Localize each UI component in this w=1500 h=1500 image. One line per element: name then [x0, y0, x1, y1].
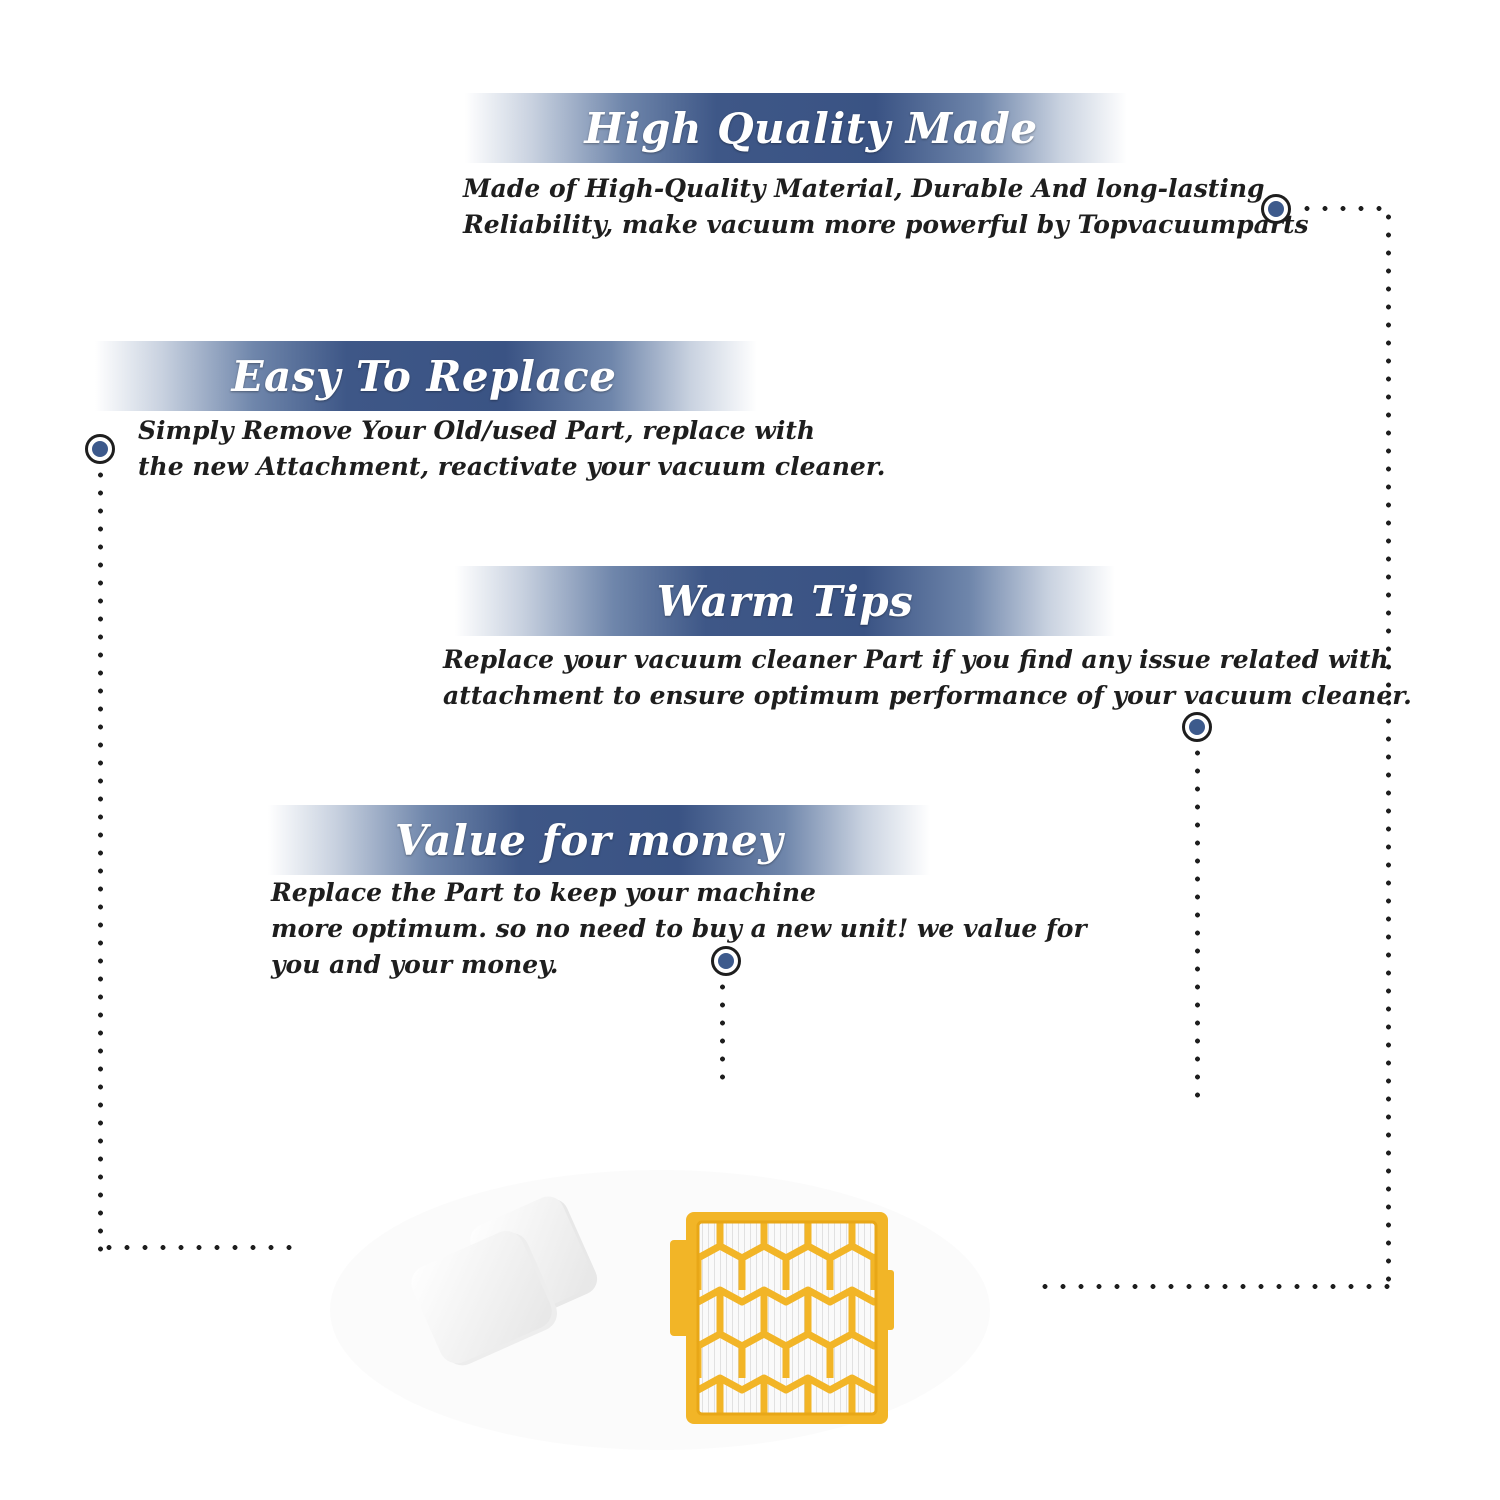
connector-line: [1195, 744, 1200, 1108]
connector-line: [100, 1245, 300, 1250]
marker-icon: [1182, 712, 1212, 742]
banner-title: Easy To Replace: [231, 351, 617, 401]
description-line: attachment to ensure optimum performance…: [443, 681, 1412, 710]
connector-line: [98, 466, 103, 1252]
connector-line: [1298, 206, 1392, 211]
marker-icon: [1261, 194, 1291, 224]
description-line: Made of High-Quality Material, Durable A…: [463, 174, 1265, 203]
connector-line: [1386, 208, 1391, 1292]
description-line: Simply Remove Your Old/used Part, replac…: [138, 416, 816, 445]
description-easy-replace: Simply Remove Your Old/used Part, replac…: [138, 413, 885, 485]
description-warm-tips: Replace your vacuum cleaner Part if you …: [443, 642, 1412, 714]
banner-title: High Quality Made: [584, 103, 1038, 153]
foam-pads-image: [411, 1196, 598, 1366]
banner-warm-tips: Warm Tips: [455, 566, 1115, 636]
banner-title: Warm Tips: [656, 576, 914, 626]
description-line: Replace your vacuum cleaner Part if you …: [443, 645, 1389, 674]
connector-line: [1036, 1284, 1392, 1289]
description-high-quality: Made of High-Quality Material, Durable A…: [463, 171, 1309, 243]
product-illustration: [330, 1170, 990, 1450]
banner-title: Value for money: [394, 815, 784, 865]
marker-icon: [711, 946, 741, 976]
marker-icon: [85, 434, 115, 464]
description-line: Reliability, make vacuum more powerful b…: [463, 210, 1309, 239]
description-line: Replace the Part to keep your machine: [271, 878, 816, 907]
description-line: the new Attachment, reactivate your vacu…: [138, 452, 886, 481]
hepa-filter-image: [670, 1212, 894, 1424]
banner-high-quality: High Quality Made: [465, 93, 1127, 163]
description-value-money: Replace the Part to keep your machine mo…: [271, 875, 1087, 983]
banner-value-money: Value for money: [268, 805, 930, 875]
description-line: you and your money.: [271, 950, 559, 979]
description-line: more optimum. so no need to buy a new un…: [271, 914, 1087, 943]
connector-line: [720, 978, 725, 1092]
banner-easy-replace: Easy To Replace: [95, 341, 757, 411]
